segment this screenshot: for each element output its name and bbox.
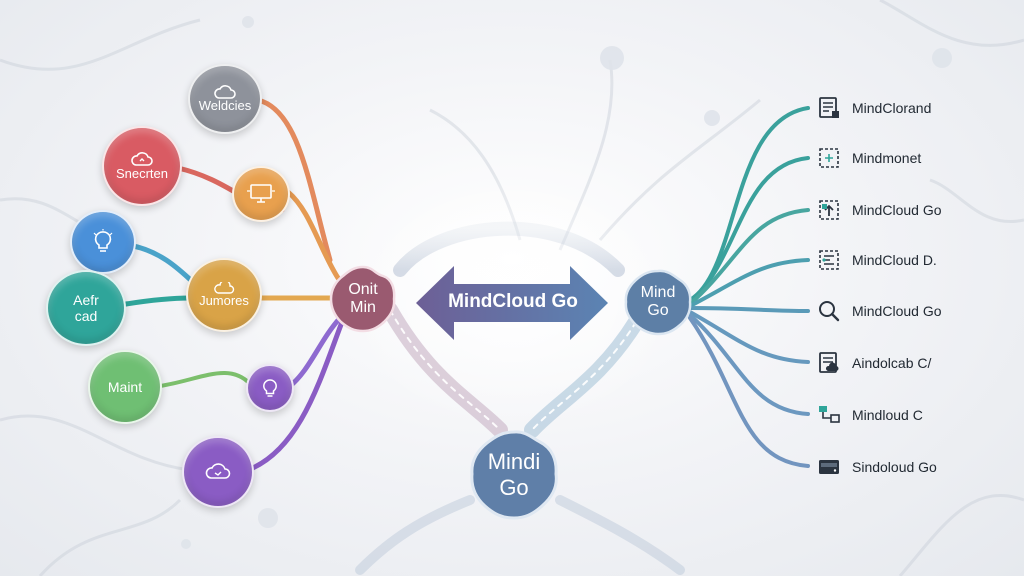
node-section[interactable]: Snecrten [102, 126, 182, 206]
node-idea-mid[interactable] [246, 364, 294, 412]
background-bubbles [181, 16, 952, 549]
list-item[interactable]: MindClorand [816, 95, 931, 121]
lightbulb-icon [263, 379, 277, 397]
right-connectors [688, 106, 810, 468]
list-item[interactable]: Sindoloud Go [816, 454, 937, 480]
hub-bottom-line1: Mindi [487, 449, 541, 474]
cloud-chat-icon [205, 463, 231, 479]
hub-bottom[interactable]: Mindi Go [466, 428, 562, 522]
search-icon [816, 298, 842, 324]
list-item[interactable]: MindCloud Go [816, 298, 942, 324]
document-list-icon [816, 95, 842, 121]
double-arrow-icon [416, 266, 608, 340]
hub-left-line2: Min [350, 299, 376, 316]
node-monitor[interactable] [232, 166, 290, 222]
list-item[interactable]: Mindmonet [816, 145, 921, 171]
node-aefr-label: Aefr cad [73, 291, 99, 324]
hub-bottom-shape [470, 430, 558, 520]
hub-left-shape [329, 265, 396, 333]
list-item-label: MindCloud Go [852, 202, 942, 218]
node-jumores[interactable]: Jumores [186, 258, 262, 332]
hub-right-line1: Mind [640, 284, 676, 301]
node-maint[interactable]: Maint [88, 350, 162, 424]
hub-left[interactable]: Onit Min [328, 264, 398, 334]
hub-right-shape [624, 269, 692, 336]
node-jumores-label: Jumores [199, 292, 249, 308]
list-item[interactable]: Aindolcab C/ [816, 350, 931, 376]
hub-left-line1: Onit [348, 281, 378, 298]
hub-bottom-line2: Go [499, 475, 529, 500]
monitor-icon [247, 184, 275, 203]
list-item-label: Sindoloud Go [852, 459, 937, 475]
center-arrow-label: MindCloud Go [448, 291, 578, 312]
cloud-icon [214, 84, 236, 99]
upload-frame-icon [816, 197, 842, 223]
cloud-sync-icon [131, 151, 153, 166]
list-item-label: Mindloud C [852, 407, 923, 423]
list-item-label: Mindmonet [852, 150, 922, 166]
node-idea-top[interactable] [70, 210, 136, 274]
hub-right-line2: Go [647, 302, 669, 319]
node-websites-label: Weldcies [198, 97, 252, 113]
cloud-icon [214, 281, 235, 294]
list-item-label: Aindolcab C/ [852, 355, 932, 371]
list-item[interactable]: MindCloud Go [816, 197, 942, 223]
document-cloud-icon [816, 350, 842, 376]
list-item-label: MindClorand [852, 100, 932, 116]
drive-icon [816, 454, 842, 480]
list-item[interactable]: Mindloud C [816, 402, 923, 428]
hub-right[interactable]: Mind Go [622, 268, 694, 336]
node-aefr[interactable]: Aefr cad [46, 270, 126, 346]
frame-icon [816, 145, 842, 171]
node-websites[interactable]: Weldcies [188, 64, 262, 134]
list-item[interactable]: MindCloud D. [816, 247, 937, 273]
hierarchy-icon [816, 247, 842, 273]
list-item-label: MindCloud D. [852, 252, 937, 268]
node-section-label: Snecrten [115, 165, 169, 181]
lightbulb-icon [93, 229, 113, 252]
list-item-label: MindCloud Go [852, 303, 942, 319]
flow-icon [816, 402, 842, 428]
node-cloud-bottom[interactable] [182, 436, 254, 508]
node-maint-label: Maint [107, 378, 143, 395]
hub-flows [355, 221, 685, 575]
